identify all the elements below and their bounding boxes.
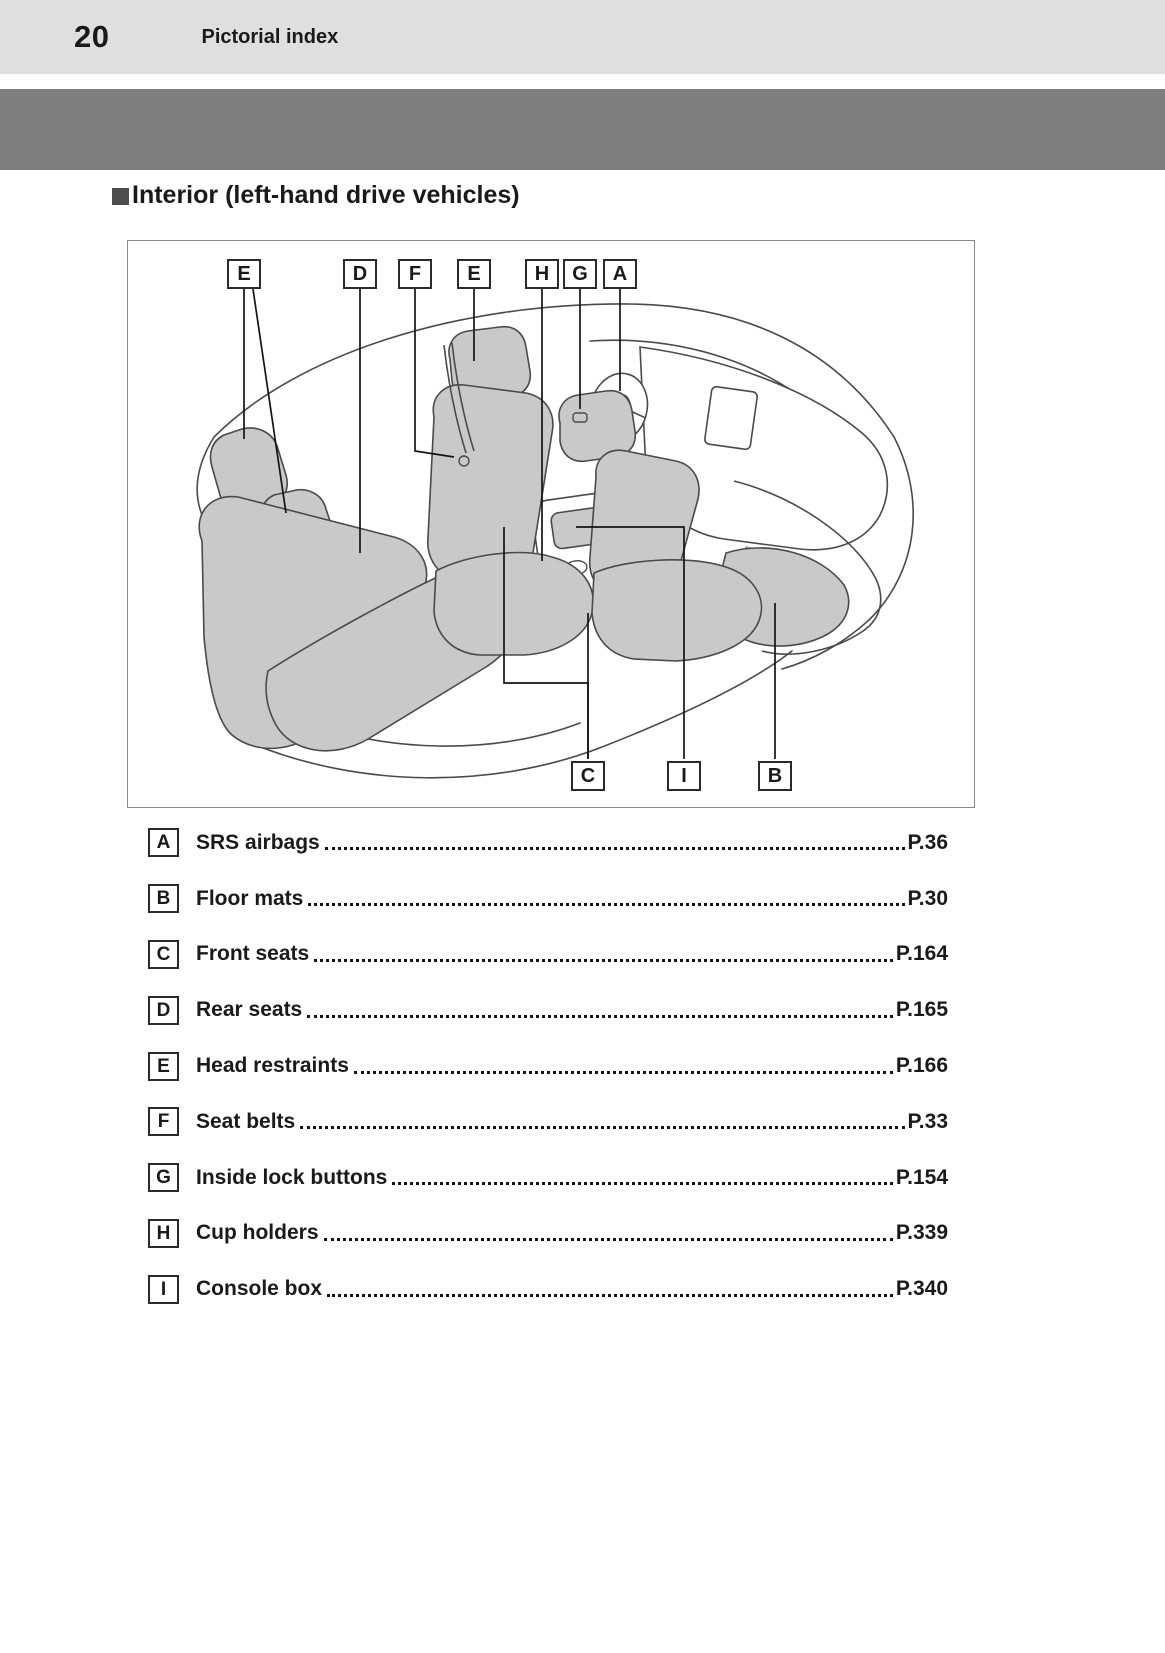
index-page-ref: P.166	[895, 1054, 948, 1078]
dotted-leader	[323, 1237, 893, 1241]
callout-C-front-seats: C	[571, 761, 605, 791]
index-row: I Console box P.340	[148, 1261, 948, 1317]
index-page-ref: P.165	[895, 998, 948, 1022]
index-row: F Seat belts P.33	[148, 1094, 948, 1150]
callout-D-rear-seats: D	[343, 259, 377, 289]
index-row: H Cup holders P.339	[148, 1206, 948, 1262]
callout-B-floor-mats: B	[758, 761, 792, 791]
callout-E-front-head-restraints: E	[457, 259, 491, 289]
callout-F-seat-belts: F	[398, 259, 432, 289]
page-number: 20	[74, 19, 110, 54]
index-page-ref: P.30	[907, 886, 949, 910]
section-title: Interior (left-hand drive vehicles)	[132, 181, 520, 209]
index-row: A SRS airbags P.36	[148, 815, 948, 871]
callout-I-console-box: I	[667, 761, 701, 791]
dotted-leader	[314, 958, 893, 962]
index-row: D Rear seats P.165	[148, 982, 948, 1038]
index-key: I	[148, 1274, 179, 1304]
index-label: SRS airbags	[196, 830, 320, 854]
index-label: Inside lock buttons	[196, 1165, 388, 1189]
index-key: C	[148, 939, 179, 969]
page-header: 20 Pictorial index	[0, 0, 1165, 74]
index-page-ref: P.33	[907, 1109, 949, 1133]
callout-E-rear-head-restraints: E	[227, 259, 261, 289]
dotted-leader	[307, 1014, 893, 1018]
index-page-ref: P.339	[895, 1221, 948, 1245]
chapter-band	[0, 89, 1165, 170]
index-label: Seat belts	[196, 1109, 296, 1133]
index-key: H	[148, 1218, 179, 1248]
dotted-leader	[353, 1070, 893, 1074]
index-key: F	[148, 1107, 179, 1137]
index-page-ref: P.154	[895, 1165, 948, 1189]
index-label: Head restraints	[196, 1054, 349, 1078]
index-row: E Head restraints P.166	[148, 1038, 948, 1094]
index-page-ref: P.36	[907, 830, 949, 854]
index-key: A	[148, 828, 179, 858]
index-label: Cup holders	[196, 1221, 319, 1245]
callout-A-srs-airbags: A	[603, 259, 637, 289]
index-page-ref: P.340	[895, 1277, 948, 1301]
index-key: G	[148, 1163, 179, 1193]
section-marker-icon	[112, 188, 129, 205]
callout-G-inside-lock-buttons: G	[563, 259, 597, 289]
dotted-leader	[392, 1182, 893, 1186]
dotted-leader	[308, 903, 905, 907]
section-heading: Interior (left-hand drive vehicles)	[112, 181, 520, 210]
dotted-leader	[300, 1126, 905, 1130]
callout-H-cup-holders: H	[525, 259, 559, 289]
index-label: Rear seats	[196, 998, 303, 1022]
index-label: Floor mats	[196, 886, 304, 910]
index-key: E	[148, 1051, 179, 1081]
index-key: D	[148, 995, 179, 1025]
dotted-leader	[327, 1293, 893, 1297]
index-label: Console box	[196, 1277, 323, 1301]
index-page-ref: P.164	[895, 942, 948, 966]
index-row: B Floor mats P.30	[148, 871, 948, 927]
index-row: C Front seats P.164	[148, 927, 948, 983]
interior-diagram: E D F E H G A C I B	[127, 240, 975, 808]
car-interior-illustration	[196, 288, 914, 779]
index-label: Front seats	[196, 942, 310, 966]
dotted-leader	[324, 847, 905, 851]
index-key: B	[148, 884, 179, 914]
chapter-title: Pictorial index	[201, 25, 339, 48]
index-row: G Inside lock buttons P.154	[148, 1150, 948, 1206]
pictorial-index-list: A SRS airbags P.36 B Floor mats P.30 C F…	[148, 815, 948, 1317]
